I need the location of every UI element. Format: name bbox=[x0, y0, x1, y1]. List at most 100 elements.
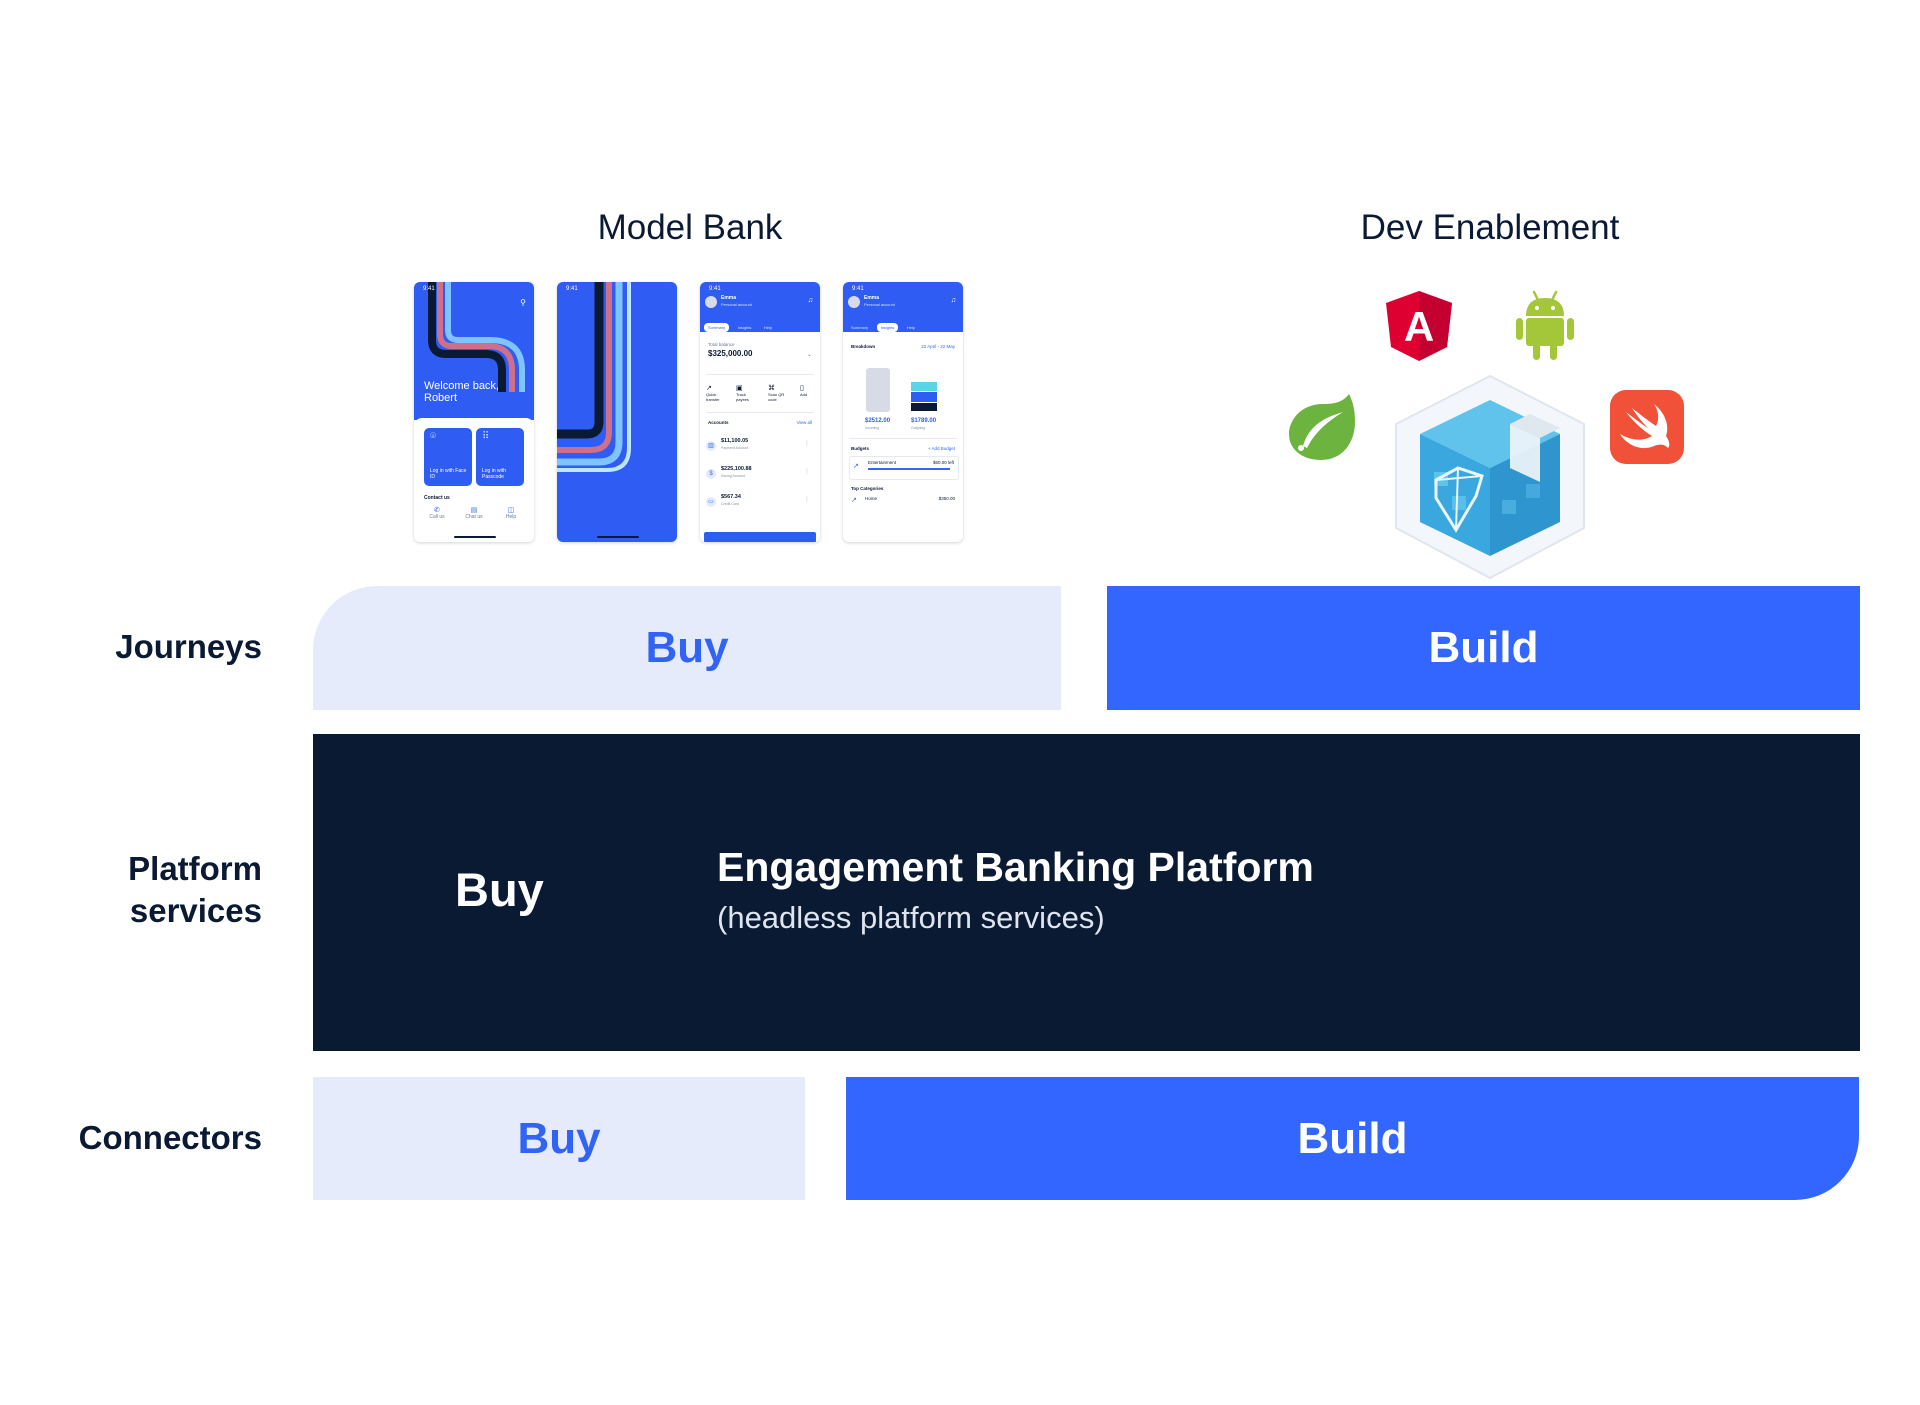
account-type: Personal account bbox=[864, 302, 895, 307]
outgoing-bar-segment bbox=[911, 382, 937, 391]
track-payees-action[interactable]: ▣Track payees bbox=[736, 384, 758, 402]
platform-block: Buy Engagement Banking Platform (headles… bbox=[313, 734, 1860, 1051]
outgoing-label: Outgoing bbox=[911, 426, 926, 430]
chevron-down-icon[interactable]: ⌄ bbox=[806, 352, 812, 358]
category-icon: ↗ bbox=[851, 497, 857, 504]
add-action[interactable]: ▯Add bbox=[800, 384, 820, 397]
account-name: Emma bbox=[721, 295, 737, 301]
phone-status-time: 9:41 bbox=[566, 286, 578, 292]
bottom-action-bar[interactable] bbox=[704, 532, 816, 542]
budget-name: Entertainment bbox=[868, 460, 897, 465]
welcome-text: Welcome back, Robert bbox=[424, 380, 499, 404]
incoming-label: Incoming bbox=[865, 426, 880, 430]
journeys-label: Journeys bbox=[115, 628, 262, 665]
connectors-build-block: Build bbox=[846, 1077, 1859, 1200]
tab-insights[interactable]: Insights bbox=[737, 325, 752, 330]
user-icon: ⚲ bbox=[520, 298, 526, 307]
connectors-build-label: Build bbox=[1297, 1113, 1408, 1163]
phone-mockup-welcome: 9:41 ⚲ Welcome back, Robert ⌾ Log in wit… bbox=[414, 282, 534, 542]
accounts-label: Accounts bbox=[708, 420, 729, 425]
top-categories-label: Top Categories bbox=[851, 486, 884, 491]
passcode-tile[interactable]: ⠿ Log in with Passcode bbox=[476, 428, 524, 486]
account-row[interactable]: ▭ $567.34 Credit Card ⋮ bbox=[706, 494, 814, 512]
call-us-item[interactable]: ✆Call us bbox=[422, 506, 452, 520]
account-row[interactable]: ▥ $11,100.05 Payment Account ⋮ bbox=[706, 438, 814, 456]
phone-splash-graphic bbox=[557, 282, 631, 472]
add-budget-link[interactable]: + Add Budget bbox=[927, 446, 955, 451]
phone-status-time: 9:41 bbox=[423, 286, 435, 292]
home-indicator bbox=[454, 536, 496, 538]
more-icon[interactable]: ⋮ bbox=[804, 469, 810, 475]
budget-progress bbox=[868, 468, 950, 470]
connectors-label: Connectors bbox=[78, 1119, 262, 1156]
savings-icon: $ bbox=[706, 469, 716, 479]
bell-icon[interactable]: ♫ bbox=[950, 297, 956, 304]
divider bbox=[706, 374, 814, 375]
platform-services-label: Platform services bbox=[128, 850, 262, 929]
chat-icon: ▤ bbox=[470, 507, 478, 514]
budget-value: $60.00 left bbox=[932, 460, 954, 465]
insights-tabs: Summary Insights Help bbox=[847, 316, 919, 332]
chat-us-item[interactable]: ▤Chat us bbox=[459, 506, 489, 520]
tab-insights[interactable]: Insights bbox=[876, 323, 899, 332]
spring-icon bbox=[1289, 394, 1355, 460]
phone-status-time: 9:41 bbox=[709, 286, 721, 292]
outgoing-bar-segment bbox=[911, 392, 937, 402]
journeys-build-block: Build bbox=[1107, 586, 1860, 710]
journeys-buy-block: Buy bbox=[313, 586, 1061, 710]
angular-icon: A bbox=[1386, 291, 1452, 361]
date-range[interactable]: 22 April - 22 May bbox=[921, 344, 955, 349]
account-name: Emma bbox=[864, 295, 880, 301]
arrow-icon: ↗ bbox=[706, 385, 712, 392]
incoming-bar bbox=[866, 368, 890, 412]
journeys-buy-label: Buy bbox=[645, 623, 729, 672]
swift-icon bbox=[1610, 390, 1684, 464]
keypad-icon: ⠿ bbox=[482, 431, 490, 442]
contact-row: ✆Call us ▤Chat us ◫Help bbox=[414, 506, 534, 526]
more-icon[interactable]: ⋮ bbox=[804, 441, 810, 447]
phone-mockup-summary: 9:41 Emma Personal account ♫ Summary Ins… bbox=[700, 282, 820, 542]
help-item[interactable]: ◫Help bbox=[496, 506, 526, 520]
android-icon bbox=[1516, 290, 1574, 360]
dev-enablement-title: Dev Enablement bbox=[1360, 208, 1620, 247]
divider bbox=[849, 438, 957, 439]
connectors-buy-block: Buy bbox=[313, 1077, 805, 1200]
quick-transfer-action[interactable]: ↗Quick transfer bbox=[706, 384, 728, 402]
category-name: Home bbox=[865, 496, 878, 501]
bell-icon[interactable]: ♫ bbox=[807, 297, 813, 304]
tab-help[interactable]: Help bbox=[906, 325, 916, 330]
tab-summary[interactable]: Summary bbox=[851, 325, 869, 330]
outgoing-bar-segment bbox=[911, 403, 937, 411]
total-balance-label: Total balance bbox=[708, 342, 735, 347]
account-type: Personal account bbox=[721, 302, 752, 307]
bank-icon: ▥ bbox=[706, 441, 716, 451]
phone-mockup-splash: 9:41 bbox=[557, 282, 677, 542]
insights-header bbox=[843, 282, 963, 332]
svg-text:A: A bbox=[1404, 303, 1434, 350]
more-icon[interactable]: ⋮ bbox=[804, 497, 810, 503]
scan-qr-action[interactable]: ⌘Scan QR code bbox=[768, 384, 790, 402]
avatar bbox=[848, 296, 860, 308]
outgoing-value: $1789.00 bbox=[911, 418, 937, 424]
incoming-value: $2512.00 bbox=[865, 418, 891, 424]
connectors-buy-label: Buy bbox=[517, 1113, 601, 1163]
home-indicator bbox=[597, 536, 639, 538]
platform-subtitle: (headless platform services) bbox=[717, 900, 1105, 935]
help-icon: ◫ bbox=[507, 507, 515, 514]
scan-icon: ⌘ bbox=[768, 385, 775, 392]
wallet-icon: ▯ bbox=[800, 385, 804, 392]
budgets-label: Budgets bbox=[851, 446, 869, 451]
card-icon: ▭ bbox=[706, 497, 716, 507]
summary-tabs: Summary Insights Help bbox=[704, 316, 776, 332]
cube-icon bbox=[1395, 374, 1585, 580]
face-id-tile[interactable]: ⌾ Log in with Face ID bbox=[424, 428, 472, 486]
platform-buy-label: Buy bbox=[455, 863, 544, 916]
account-row[interactable]: $ $225,100.88 Saving Account ⋮ bbox=[706, 466, 814, 484]
budget-card[interactable]: ↗ Entertainment $60.00 left bbox=[849, 456, 959, 480]
tab-help[interactable]: Help bbox=[763, 325, 773, 330]
phone-mockup-insights: 9:41 Emma Personal account ♫ Summary Ins… bbox=[843, 282, 963, 542]
phone-welcome-header-graphic bbox=[414, 282, 534, 420]
view-all-link[interactable]: View all bbox=[796, 420, 812, 425]
tab-summary[interactable]: Summary bbox=[704, 323, 730, 332]
face-id-icon: ⌾ bbox=[430, 431, 436, 442]
